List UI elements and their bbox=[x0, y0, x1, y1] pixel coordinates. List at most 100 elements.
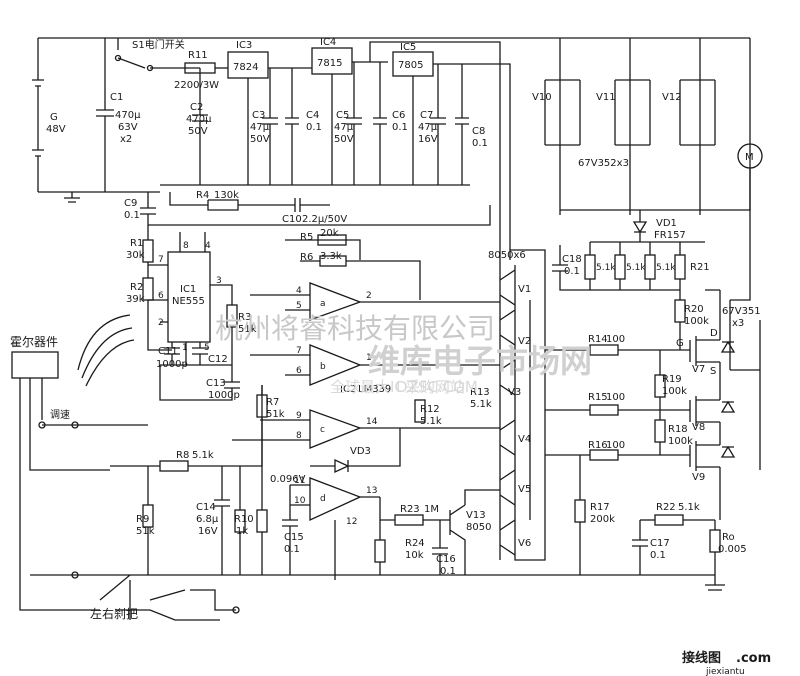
label-c1-v1: 470μ bbox=[115, 110, 141, 121]
label-v096: 0.096V bbox=[270, 474, 306, 485]
label-c18-v: 0.1 bbox=[564, 266, 580, 277]
label-r16-v: 100 bbox=[606, 440, 625, 451]
label-r24: R24 bbox=[405, 538, 425, 549]
label-r3-v: 51k bbox=[238, 324, 257, 335]
label-c9-v: 0.1 bbox=[124, 210, 140, 221]
label-ro-v: 0.005 bbox=[718, 544, 747, 555]
label-v7: V7 bbox=[692, 364, 705, 375]
label-r13: R13 bbox=[470, 387, 490, 398]
label-opa-in2: 5 bbox=[296, 301, 302, 311]
label-c16: C16 bbox=[436, 554, 456, 565]
label-r12: R12 bbox=[420, 404, 440, 415]
label-v11: V11 bbox=[596, 92, 616, 103]
label-r4: R4 bbox=[196, 190, 209, 201]
label-v13: V13 bbox=[466, 510, 486, 521]
label-g-v: 48V bbox=[46, 124, 66, 135]
label-opc-tag: c bbox=[320, 425, 325, 435]
label-r10: R10 bbox=[234, 514, 254, 525]
label-r14: R14 bbox=[588, 334, 608, 345]
label-c13: C13 bbox=[206, 378, 226, 389]
label-v10: V10 bbox=[532, 92, 552, 103]
label-c2: C2 bbox=[190, 102, 203, 113]
label-c16-v: 0.1 bbox=[440, 566, 456, 577]
label-diodes-v: 67V352x3 bbox=[578, 158, 629, 169]
label-ic3-v: 7824 bbox=[233, 62, 258, 73]
watermark: 杭州将睿科技有限公司 维库电子市场网 DZSC.COM 全球最大IC采购网站 bbox=[215, 312, 592, 396]
label-c1: C1 bbox=[110, 92, 123, 103]
label-mos-v: 67V351 bbox=[722, 306, 761, 317]
label-opb-in2: 6 bbox=[296, 366, 302, 376]
label-c4-v: 0.1 bbox=[306, 122, 322, 133]
wires bbox=[11, 37, 763, 621]
label-c15: C15 bbox=[284, 532, 304, 543]
label-c10: C10 bbox=[282, 214, 302, 225]
label-ic1-pin1: 1 bbox=[182, 343, 188, 353]
label-ro: Ro bbox=[722, 532, 735, 543]
label-r11: R11 bbox=[188, 50, 208, 61]
label-r15: R15 bbox=[588, 392, 608, 403]
label-r16: R16 bbox=[588, 440, 608, 451]
label-v1: V1 bbox=[518, 284, 531, 295]
label-r14-v: 100 bbox=[606, 334, 625, 345]
label-r18: R18 bbox=[668, 424, 688, 435]
label-r22: R22 bbox=[656, 502, 676, 513]
label-r15-v: 100 bbox=[606, 392, 625, 403]
footer-logo-text: 接线图 bbox=[682, 650, 721, 666]
label-c9: C9 bbox=[124, 198, 137, 209]
label-r2-v: 39k bbox=[126, 294, 145, 305]
label-ic1-pin5: 5 bbox=[204, 343, 210, 353]
label-ic1-pin3: 3 bbox=[216, 276, 222, 286]
label-c2-v1: 470μ bbox=[186, 114, 212, 125]
label-r4-v: 130k bbox=[214, 190, 239, 201]
label-v12: V12 bbox=[662, 92, 682, 103]
label-v3: V3 bbox=[508, 387, 521, 398]
label-s-pin: S bbox=[710, 366, 716, 377]
label-opc-in2: 8 bbox=[296, 431, 302, 441]
label-trans-set: 8050x6 bbox=[488, 250, 526, 261]
label-r17-v: 200k bbox=[590, 514, 615, 525]
label-opb-tag: b bbox=[320, 362, 326, 372]
label-opd-in2: 10 bbox=[294, 496, 306, 506]
label-r51c: 5.1k bbox=[656, 263, 676, 273]
label-c18: C18 bbox=[562, 254, 582, 265]
footer-logo-url: jiexiantu bbox=[705, 667, 745, 676]
label-ic1-pin8: 8 bbox=[183, 241, 189, 251]
label-c15-v: 0.1 bbox=[284, 544, 300, 555]
label-ic2-v: LM339 bbox=[358, 384, 391, 395]
label-r6-v: 3.3k bbox=[320, 251, 342, 262]
label-c14: C14 bbox=[196, 502, 216, 513]
watermark-company: 杭州将睿科技有限公司 bbox=[215, 312, 495, 345]
label-r21: R21 bbox=[690, 262, 710, 273]
label-c12: C12 bbox=[208, 354, 228, 365]
label-r24-v: 10k bbox=[405, 550, 424, 561]
label-c6: C6 bbox=[392, 110, 405, 121]
label-c11: C11 bbox=[158, 346, 178, 357]
label-r11-v: 2200/3W bbox=[174, 80, 219, 91]
footer-logo: 接线图 .com jiexiantu bbox=[682, 650, 771, 676]
label-c7-v1: 47μ bbox=[418, 122, 438, 133]
label-c3-v1: 47μ bbox=[250, 122, 270, 133]
label-r6: R6 bbox=[300, 252, 313, 263]
label-c8: C8 bbox=[472, 126, 485, 137]
label-c10-v: 2.2μ/50V bbox=[302, 214, 347, 225]
label-r1-v: 30k bbox=[126, 250, 145, 261]
label-vd1: VD1 bbox=[656, 218, 677, 229]
label-r23: R23 bbox=[400, 504, 420, 515]
label-r18-v: 100k bbox=[668, 436, 693, 447]
label-c13-v: 1000p bbox=[208, 390, 240, 401]
label-c5-v2: 50V bbox=[334, 134, 354, 145]
label-r19-v: 100k bbox=[662, 386, 687, 397]
label-opb-out: 1 bbox=[366, 353, 372, 363]
label-motor: M bbox=[745, 152, 754, 163]
label-ic1-pin4: 4 bbox=[205, 241, 211, 251]
label-v4: V4 bbox=[518, 434, 531, 445]
label-c14-v1: 6.8μ bbox=[196, 514, 219, 525]
label-c6-v: 0.1 bbox=[392, 122, 408, 133]
label-r51a: 5.1k bbox=[596, 263, 616, 273]
label-opd-pin12: 12 bbox=[346, 517, 357, 527]
label-d-pin: D bbox=[710, 328, 718, 339]
label-c4: C4 bbox=[306, 110, 319, 121]
watermark-site: DZSC.COM bbox=[396, 378, 478, 396]
label-c3-v2: 50V bbox=[250, 134, 270, 145]
